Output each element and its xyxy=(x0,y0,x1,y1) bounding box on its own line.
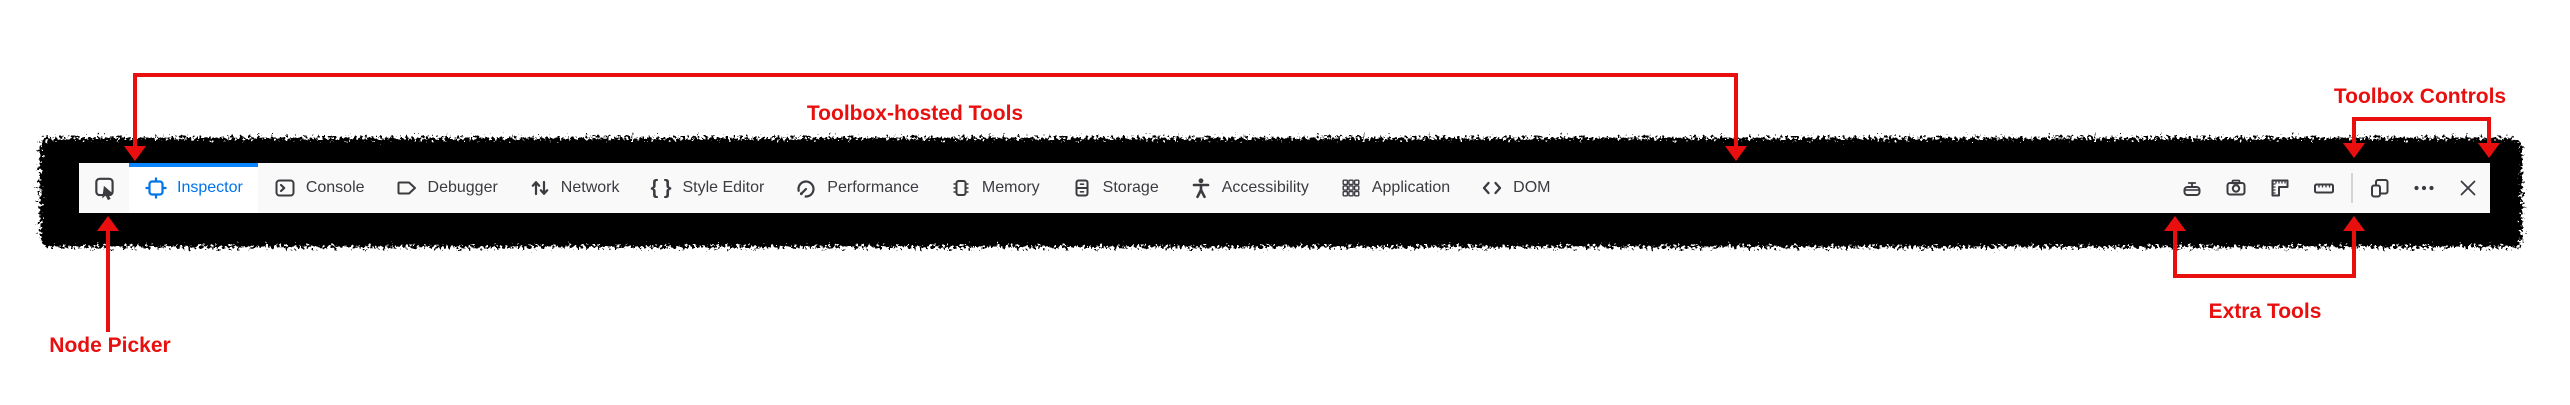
tab-memory[interactable]: Memory xyxy=(934,163,1055,213)
tab-label: Memory xyxy=(981,179,1040,196)
tab-label: Application xyxy=(1371,179,1451,196)
node-picker-button[interactable] xyxy=(81,163,129,213)
storage-icon xyxy=(1075,179,1089,197)
close-icon xyxy=(2460,180,2476,196)
tab-dom[interactable]: DOM xyxy=(1465,163,1565,213)
more-options-button[interactable] xyxy=(2402,163,2446,213)
extra-tools-label: Extra Tools xyxy=(2208,300,2322,323)
tab-application[interactable]: Application xyxy=(1324,163,1465,213)
devtools-toolbar: Inspector Console Debugger Network { } S… xyxy=(79,163,2490,213)
tab-accessibility[interactable]: Accessibility xyxy=(1174,163,1324,213)
dom-icon xyxy=(1482,181,1502,195)
tab-style-editor[interactable]: { } Style Editor xyxy=(634,163,779,213)
tab-storage[interactable]: Storage xyxy=(1055,163,1174,213)
network-icon xyxy=(531,180,549,196)
tab-label: Inspector xyxy=(177,179,243,196)
toolbox-hosted-tools-right-arrow-line xyxy=(1734,73,1738,147)
paint-flashing-button[interactable] xyxy=(2170,163,2214,213)
close-toolbox-button[interactable] xyxy=(2446,163,2490,213)
toolbar-spacer xyxy=(1565,163,2170,213)
style-editor-icon: { } xyxy=(651,177,672,199)
toolbox-controls-group xyxy=(2358,163,2490,213)
toolbox-hosted-tools-left-arrowhead xyxy=(124,146,146,161)
tab-label: Performance xyxy=(827,179,919,196)
tab-label: Storage xyxy=(1102,179,1159,196)
extra-tools-left-arrowhead xyxy=(2164,216,2186,231)
toolbox-hosted-tools-label: Toolbox-hosted Tools xyxy=(806,102,1024,125)
tab-label: Console xyxy=(305,179,365,196)
toolbox-controls-right-arrowhead xyxy=(2478,143,2500,158)
node-picker-label: Node Picker xyxy=(49,334,171,357)
tab-label: DOM xyxy=(1513,179,1551,196)
extra-tools-group xyxy=(2170,163,2346,213)
application-icon xyxy=(1342,179,1360,197)
tab-console[interactable]: Console xyxy=(258,163,380,213)
extra-tools-left-arrow-line xyxy=(2173,230,2177,278)
more-options-icon xyxy=(2414,185,2434,191)
debugger-icon xyxy=(397,181,416,195)
rulers-icon xyxy=(2271,179,2289,197)
toolbox-hosted-tools-left-arrow-line xyxy=(133,73,137,147)
tab-inspector[interactable]: Inspector xyxy=(129,163,258,213)
extra-tools-right-arrowhead xyxy=(2343,216,2365,231)
toolbox-controls-bracket-line xyxy=(2352,117,2491,121)
tab-debugger[interactable]: Debugger xyxy=(380,163,513,213)
toolbox-hosted-tools-bracket-line xyxy=(133,73,1737,77)
toolbox-controls-label: Toolbox Controls xyxy=(2333,85,2507,108)
svg-text:{ }: { } xyxy=(651,177,672,199)
responsive-design-mode-button[interactable] xyxy=(2358,163,2402,213)
tab-performance[interactable]: Performance xyxy=(779,163,934,213)
measure-button[interactable] xyxy=(2302,163,2346,213)
tab-label: Style Editor xyxy=(682,179,765,196)
inspector-icon xyxy=(145,177,167,199)
node-picker-arrowhead xyxy=(97,216,119,231)
responsive-design-mode-icon xyxy=(2371,179,2389,198)
screenshot-icon xyxy=(2226,179,2246,196)
toolbox-hosted-tools-right-arrowhead xyxy=(1725,146,1747,161)
rulers-button[interactable] xyxy=(2258,163,2302,213)
tab-label: Debugger xyxy=(427,179,498,196)
toolbox-controls-left-arrowhead xyxy=(2343,143,2365,158)
console-icon xyxy=(275,179,295,197)
tab-label: Accessibility xyxy=(1221,179,1309,196)
node-picker-arrow-line xyxy=(106,230,110,332)
screenshot-button[interactable] xyxy=(2214,163,2258,213)
node-picker-icon xyxy=(95,177,114,201)
memory-icon xyxy=(953,180,969,196)
toolbar-separator xyxy=(2351,173,2353,203)
accessibility-icon xyxy=(1192,178,1210,199)
paint-flashing-icon xyxy=(2183,182,2201,196)
extra-tools-bracket-line xyxy=(2173,274,2356,278)
toolbox-controls-left-arrow-line xyxy=(2352,117,2356,144)
measure-icon xyxy=(2314,183,2334,194)
tab-label: Network xyxy=(560,179,620,196)
extra-tools-right-arrow-line xyxy=(2352,230,2356,278)
performance-icon xyxy=(797,180,815,198)
toolbox-controls-right-arrow-line xyxy=(2487,117,2491,144)
tab-network[interactable]: Network xyxy=(513,163,635,213)
